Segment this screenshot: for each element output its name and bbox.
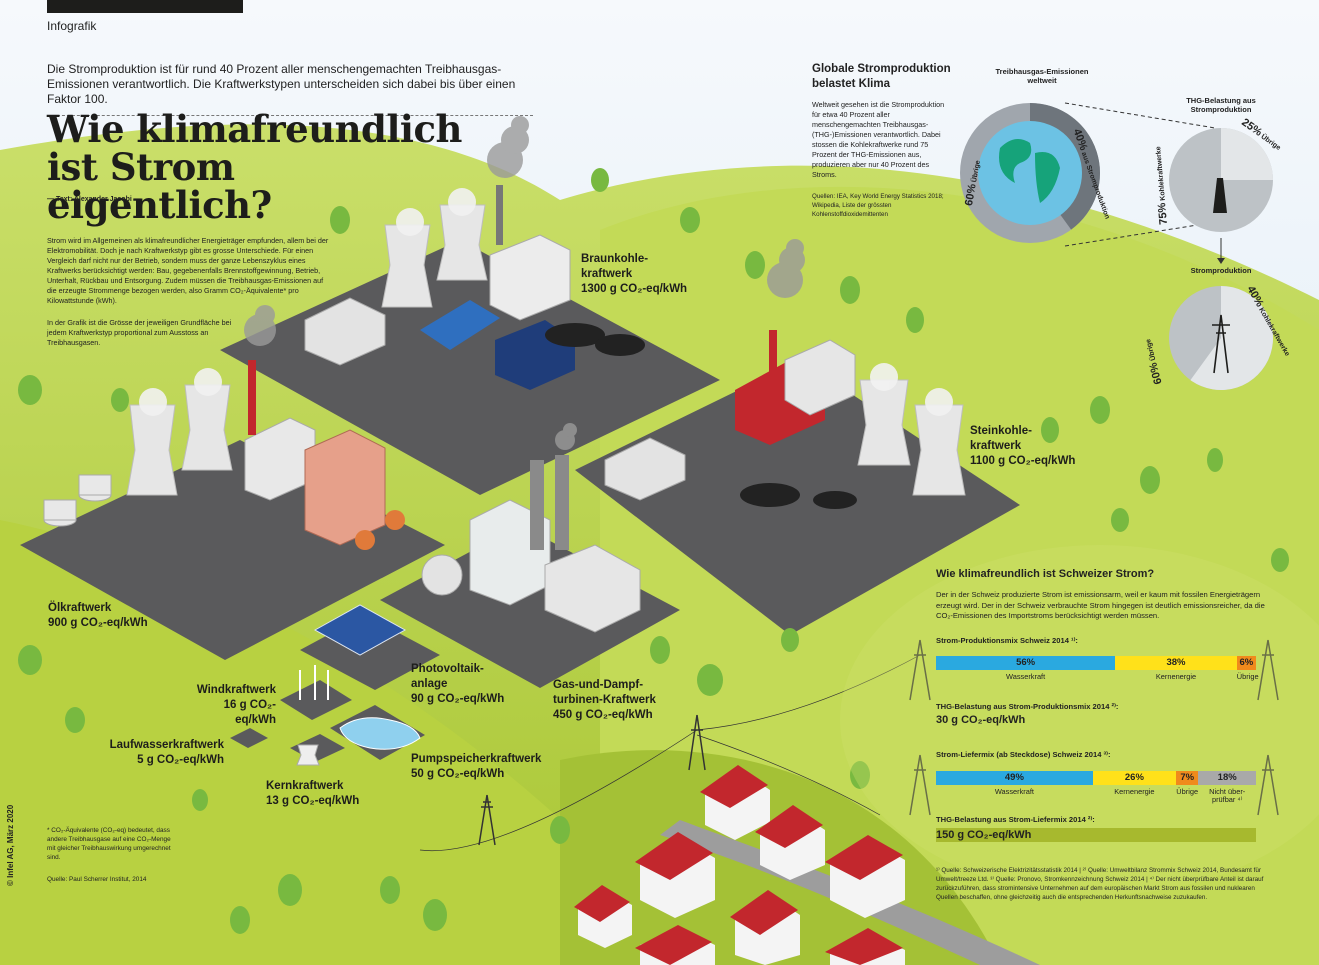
body-paragraph-2: In der Grafik ist die Grösse der jeweili… (47, 318, 232, 347)
label-wind: Windkraftwerk 16 g CO₂-eq/kWh (185, 683, 276, 728)
intro-text: Die Stromproduktion ist für rund 40 Proz… (47, 62, 533, 116)
label-lauf: Laufwasserkraftwerk 5 g CO₂-eq/kWh (104, 738, 224, 768)
source: Quelle: Paul Scherrer Institut, 2014 (47, 876, 147, 883)
global-sources: Quellen: IEA, Key World Energy Statistic… (812, 193, 944, 218)
mix1-segment-1: 38% (1115, 656, 1237, 670)
buildings (244, 234, 856, 633)
label-pv: Photovoltaik- anlage 90 g CO₂-eq/kWh (411, 663, 505, 705)
mix1-segment-2: 6% (1236, 656, 1256, 670)
headline-line2: ist Strom eigentlich? (47, 145, 272, 227)
value-steinkohle: 1100 g CO₂-eq/kWh (970, 455, 1076, 467)
value-gas: 450 g CO₂-eq/kWh (553, 709, 653, 721)
kicker: Infografik (47, 19, 97, 33)
mix2-label-0: Wasserkraft (994, 787, 1034, 796)
pie1-title: Treibhausgas-Emissionen weltweit (995, 67, 1089, 85)
global-pies (960, 102, 1273, 391)
label-oel: Ölkraftwerk 900 g CO₂-eq/kWh (48, 602, 148, 629)
mix1-segment-0: 56% (936, 656, 1116, 670)
mix2-label-3: Nicht über-prüfbar ⁴⁾ (1209, 787, 1246, 804)
value-pv: 90 g CO₂-eq/kWh (411, 693, 505, 705)
mix2-result-caption: THG-Belastung aus Strom-Liefermix 2014 ²… (936, 815, 1095, 824)
mix2-bar: 49% Wasserkraft 26% Kernenergie 7% Übrige 18% N… (936, 771, 1256, 815)
value-wind: 16 g CO₂-eq/kWh (223, 699, 276, 726)
label-gas: Gas-und-Dampf- turbinen-Kraftwerk 450 g … (553, 679, 656, 721)
mix1-result: 30 g CO₂-eq/kWh (936, 714, 1026, 726)
mix2-segment-0: 49% (936, 771, 1093, 785)
mix2-segment-1: 26% (1092, 771, 1176, 785)
label-steinkohle: Steinkohle- kraftwerk 1100 g CO₂-eq/kWh (970, 425, 1076, 467)
swiss-footnotes: ¹⁾ Quelle: Schweizerische Elektrizitätss… (936, 867, 1264, 901)
mix1-label-2: Übrige (1236, 672, 1259, 681)
mix2-segment-2: 7% (1176, 771, 1199, 785)
mix2-label-2: Übrige (1176, 787, 1199, 796)
pie3-slice-kohle (1190, 286, 1273, 391)
mix2-caption: Strom-Liefermix (ab Steckdose) Schweiz 2… (936, 750, 1111, 759)
pylon-icon (1212, 314, 1230, 374)
mix2-result: 150 g CO₂-eq/kWh (936, 828, 1256, 842)
value-braunkohle: 1300 g CO₂-eq/kWh (581, 283, 688, 295)
chimney-icon (1213, 178, 1227, 213)
headline: Wie klimafreundlich ist Strom eigentlich… (47, 110, 467, 224)
value-oel: 900 g CO₂-eq/kWh (48, 617, 148, 629)
mix2-segment-3: 18% (1198, 771, 1256, 785)
swiss-title: Wie klimafreundlich ist Schweizer Strom? (936, 568, 1155, 580)
value-lauf: 5 g CO₂-eq/kWh (137, 754, 224, 766)
footnote: * CO₂-Äquivalente (CO₂-eq) bedeutet, das… (47, 827, 171, 861)
label-kern: Kernkraftwerk 13 g CO₂-eq/kWh (266, 780, 360, 807)
body-paragraph-1: Strom wird im Allgemeinen als klimafreun… (47, 236, 329, 305)
mix2-label-1: Kernenergie (1114, 787, 1155, 796)
global-title: Globale Stromproduktion belastet Klima (812, 63, 951, 90)
pie3-title: Stromproduktion (1190, 266, 1252, 275)
global-body: Weltweit gesehen ist die Stromproduktion… (812, 100, 945, 179)
label-pump: Pumpspeicherkraftwerk 50 g CO₂-eq/kWh (411, 753, 542, 780)
pie2-slice-kohle (1221, 128, 1273, 180)
top-bar (47, 0, 243, 13)
label-braunkohle: Braunkohle- kraftwerk 1300 g CO₂-eq/kWh (581, 253, 688, 295)
mix1-result-caption: THG-Belastung aus Strom-Produktionsmix 2… (936, 702, 1119, 711)
pie2-title: THG-Belastung aus Stromproduktion (1186, 96, 1256, 114)
arrow-down-icon (1217, 258, 1225, 264)
value-pump: 50 g CO₂-eq/kWh (411, 768, 505, 780)
copyright: © Infel AG, März 2020 (6, 804, 15, 886)
globe-icon (978, 121, 1082, 225)
mix1-label-0: Wasserkraft (1006, 672, 1046, 681)
value-kern: 13 g CO₂-eq/kWh (266, 795, 360, 807)
mix1-label-1: Kernenergie (1155, 672, 1197, 681)
swiss-text: Der in der Schweiz produzierte Strom ist… (936, 590, 1265, 620)
mix1-bar: 56% Wasserkraft 38% Kernenergie 6% Übrige (936, 656, 1259, 696)
houses (574, 765, 905, 965)
byline: — Text: Alexander Jacobi — (47, 196, 141, 203)
headline-line1: Wie klimafreundlich (47, 107, 462, 151)
mix1-caption: Strom-Produktionsmix Schweiz 2014 ¹⁾: (936, 636, 1078, 645)
